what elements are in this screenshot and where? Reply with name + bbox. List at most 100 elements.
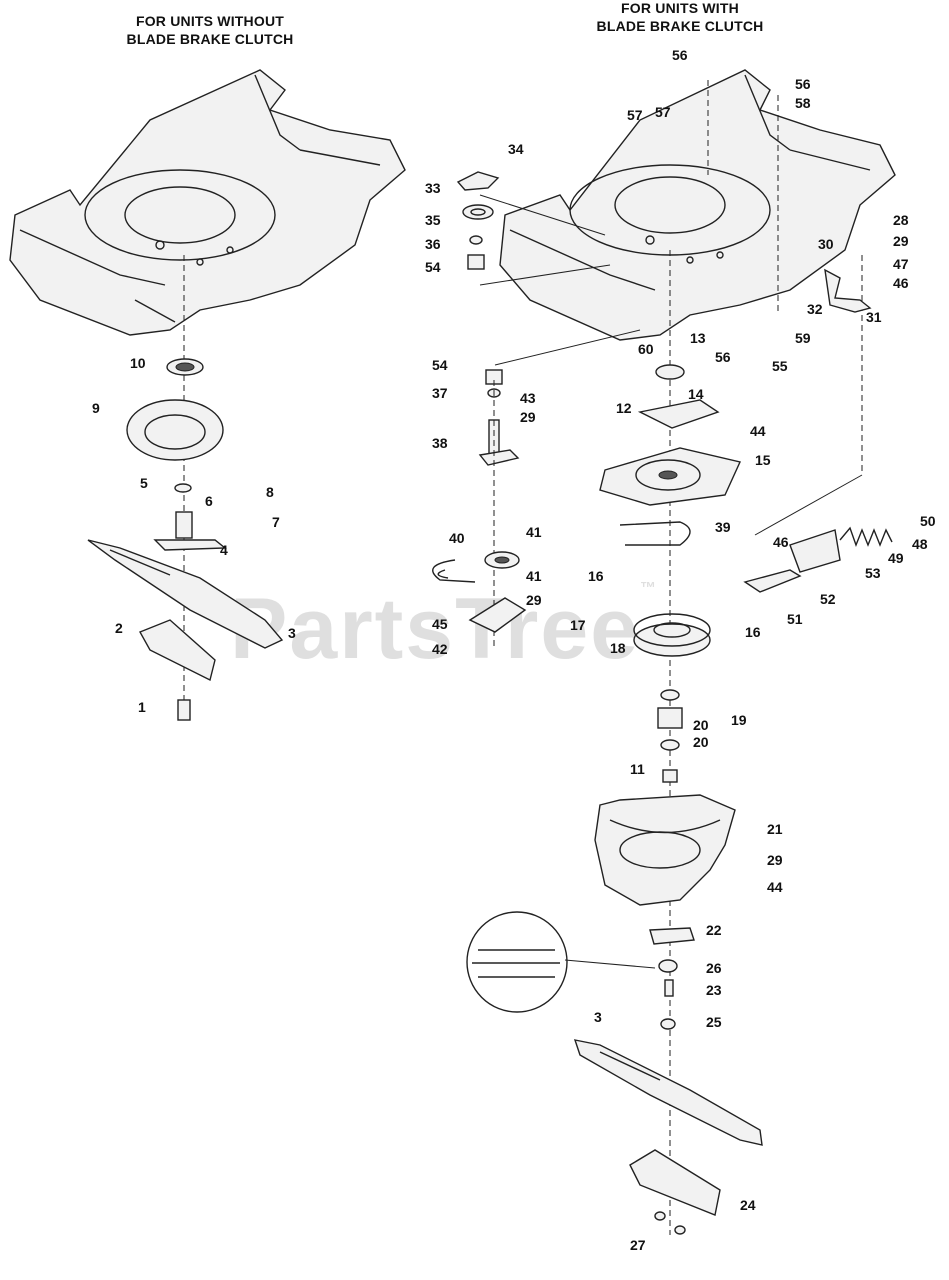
washer-25 [660, 1018, 676, 1030]
right-callout-60: 25 [706, 1014, 722, 1030]
blade-housing-21 [594, 794, 736, 906]
lever-30-31-32 [824, 268, 872, 313]
right-callout-36: 53 [865, 565, 881, 581]
right-callout-10: 28 [893, 212, 909, 228]
link-line-33 [479, 194, 606, 236]
right-callout-14: 46 [893, 275, 909, 291]
right-callout-2: 58 [795, 95, 811, 111]
left-callout-7: 2 [115, 620, 123, 636]
right-callout-18: 59 [795, 330, 811, 346]
bearing-14 [655, 364, 685, 380]
title-left-line-1: FOR UNITS WITHOUT [135, 13, 285, 29]
adapter-22 [649, 927, 695, 945]
detail-leader [564, 959, 656, 969]
right-callout-39: 41 [526, 568, 542, 584]
key-23 [664, 979, 674, 997]
left-mulch-blade [139, 619, 216, 682]
right-callout-54: 29 [767, 852, 783, 868]
spacer-11 [662, 769, 678, 783]
right-callout-52: 11 [630, 761, 645, 777]
bracket-52 [789, 529, 841, 573]
right-callout-50: 19 [731, 712, 747, 728]
left-callout-3: 6 [205, 493, 213, 509]
watermark-trademark: ™ [640, 580, 659, 597]
right-callout-51: 20 [693, 734, 709, 750]
right-callout-47: 42 [432, 641, 448, 657]
right-callout-43: 29 [526, 592, 542, 608]
right-callout-30: 15 [755, 452, 771, 468]
title-right-line-2: BLADE BRAKE CLUTCH [596, 18, 764, 34]
pulley-40 [484, 551, 520, 569]
right-callout-1: 56 [795, 76, 811, 92]
left-spacer [174, 483, 192, 493]
right-callout-7: 35 [425, 212, 441, 228]
bracket-45 [468, 597, 527, 633]
left-callout-6: 4 [220, 542, 228, 558]
nuts-27 [654, 1211, 686, 1235]
bracket-33 [456, 171, 500, 191]
spring-39 [619, 521, 691, 546]
right-callout-38: 41 [526, 524, 542, 540]
left-callout-5: 7 [272, 514, 280, 530]
left-mower-deck [9, 69, 406, 336]
right-callout-8: 36 [425, 236, 441, 252]
right-callout-24: 37 [432, 385, 448, 401]
right-callout-4: 57 [655, 104, 671, 120]
right-callout-11: 29 [893, 233, 909, 249]
watermark-text: PartsTree [230, 581, 641, 677]
right-callout-32: 46 [773, 534, 789, 550]
title-left-line-2: BLADE BRAKE CLUTCH [126, 31, 294, 47]
left-callout-1: 9 [92, 400, 100, 416]
right-callout-46: 16 [745, 624, 761, 640]
right-callout-34: 48 [912, 536, 928, 552]
left-mounting-plate [126, 399, 224, 461]
right-callout-6: 33 [425, 180, 441, 196]
right-callout-56: 22 [706, 922, 722, 938]
right-callout-3: 57 [627, 107, 643, 123]
cable-guide-line [754, 474, 863, 536]
bushing-54-top [467, 254, 485, 270]
right-callout-22: 54 [432, 357, 448, 373]
right-callout-27: 12 [616, 400, 632, 416]
left-callout-0: 10 [130, 355, 146, 371]
left-bolt [177, 699, 191, 721]
right-callout-49: 20 [693, 717, 709, 733]
right-callout-41: 52 [820, 591, 836, 607]
right-callout-9: 54 [425, 259, 441, 275]
lever-51 [743, 569, 802, 593]
right-callout-61: 24 [740, 1197, 756, 1213]
right-callout-42: 51 [787, 611, 803, 627]
right-callout-55: 44 [767, 879, 783, 895]
washer-35 [462, 204, 494, 220]
bearing-housing-19 [657, 689, 683, 751]
right-callout-17: 13 [690, 330, 706, 346]
right-callout-53: 21 [767, 821, 783, 837]
right-callout-26: 29 [520, 409, 536, 425]
mulch-blade-24 [629, 1149, 721, 1216]
right-callout-19: 60 [638, 341, 654, 357]
title-right: FOR UNITS WITH BLADE BRAKE CLUTCH [570, 0, 790, 35]
right-callout-62: 27 [630, 1237, 646, 1253]
title-right-line-1: FOR UNITS WITH [621, 0, 739, 16]
right-callout-0: 56 [672, 47, 688, 63]
title-left: FOR UNITS WITHOUT BLADE BRAKE CLUTCH [105, 12, 315, 48]
plate-15 [599, 447, 741, 506]
link-line-54 [494, 329, 641, 366]
right-callout-37: 40 [449, 530, 465, 546]
right-callout-20: 56 [715, 349, 731, 365]
right-callout-15: 32 [807, 301, 823, 317]
detail-inset [466, 911, 568, 1013]
left-blade [87, 539, 284, 649]
right-callout-29: 38 [432, 435, 448, 451]
bearing-26 [658, 959, 678, 973]
right-blade [573, 1039, 763, 1146]
right-callout-25: 43 [520, 390, 536, 406]
right-callout-31: 39 [715, 519, 731, 535]
bracket-12 [637, 399, 720, 429]
right-callout-13: 47 [893, 256, 909, 272]
right-callout-5: 34 [508, 141, 524, 157]
right-callout-12: 30 [818, 236, 834, 252]
spring-39-loop [432, 559, 476, 583]
